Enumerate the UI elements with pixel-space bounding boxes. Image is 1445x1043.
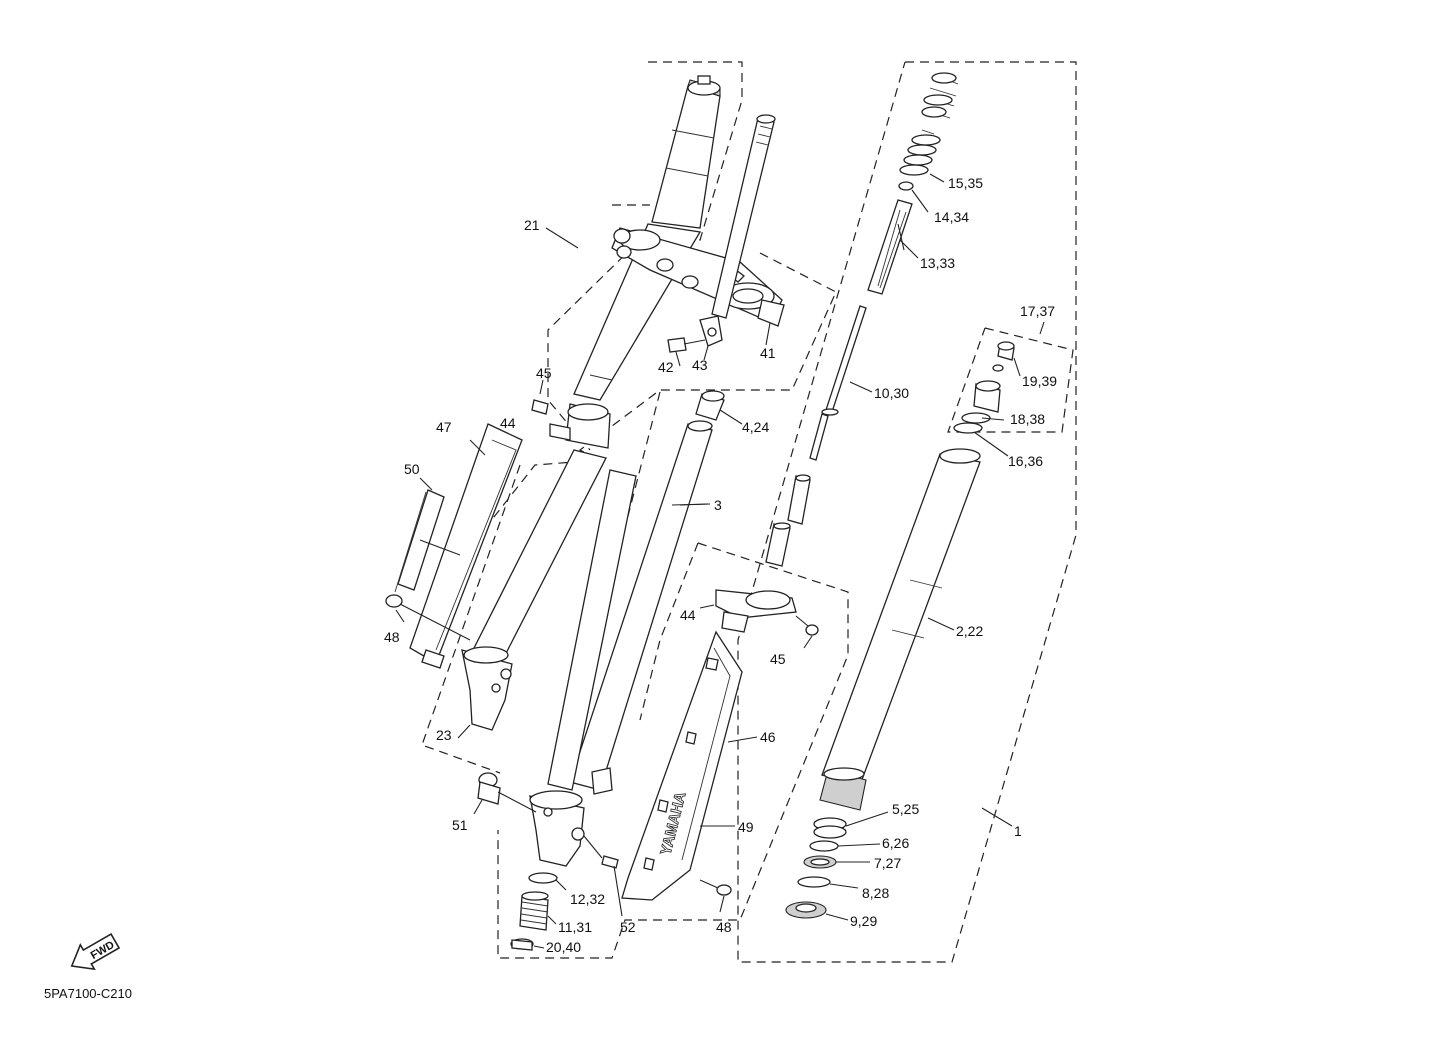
callout-10-30: 10,30	[874, 385, 909, 401]
outline-lower-left	[421, 464, 521, 774]
left-lower-tube-23	[457, 449, 607, 739]
outer-tube-2-22	[819, 448, 981, 811]
callout-52: 52	[620, 919, 636, 935]
callout-7-27: 7,27	[874, 855, 901, 871]
catalog-code: 5PA7100-C210	[44, 986, 132, 1001]
spring-15-35	[899, 72, 959, 183]
callout-4-24: 4,24	[742, 419, 769, 435]
seals-5-9	[785, 807, 1013, 921]
outline-lower-center-b	[639, 542, 699, 721]
callout-41: 41	[760, 345, 776, 361]
callout-11-31: 11,31	[558, 919, 592, 935]
callout-44-top: 44	[500, 415, 516, 431]
callout-18-38: 18,38	[1010, 411, 1045, 427]
callout-8-28: 8,28	[862, 885, 889, 901]
callout-42: 42	[658, 359, 674, 375]
lower-clamp-44-mid	[699, 589, 819, 649]
callout-9-29: 9,29	[850, 913, 877, 929]
callout-46: 46	[760, 729, 776, 745]
callout-12-32: 12,32	[570, 891, 605, 907]
callout-5-25: 5,25	[892, 801, 919, 817]
callout-48-bottom: 48	[716, 919, 732, 935]
outline-lower-center	[497, 542, 849, 959]
fork-guard-47-50	[385, 423, 523, 669]
callout-19-39: 19,39	[1022, 373, 1057, 389]
outline-cap-assembly	[947, 327, 1074, 433]
outline-tube-group	[459, 252, 837, 561]
rod-parts-13-14-10	[765, 181, 929, 567]
callout-17-37: 17,37	[1020, 303, 1055, 319]
lower-bracket-44-top	[531, 379, 611, 449]
callout-49: 49	[738, 819, 754, 835]
callout-20-40: 20,40	[546, 939, 581, 955]
callout-45-mid: 45	[770, 651, 786, 667]
callout-43: 43	[692, 357, 708, 373]
callout-1: 1	[1014, 823, 1022, 839]
fwd-badge-text: FWD	[89, 939, 117, 962]
callout-6-26: 6,26	[882, 835, 909, 851]
callout-16-36: 16,36	[1008, 453, 1043, 469]
callout-2-22: 2,22	[956, 623, 983, 639]
fork-protector-46: YAMAHA	[621, 630, 758, 913]
callout-15-35: 15,35	[948, 175, 983, 191]
outline-part-1	[737, 61, 1077, 963]
fwd-direction-badge: FWD	[70, 932, 121, 971]
group-outlines	[421, 61, 1077, 963]
callout-3: 3	[714, 497, 722, 513]
hardware-41-43	[667, 315, 771, 367]
callout-23: 23	[436, 727, 452, 743]
outer-tube-lower-center	[473, 469, 637, 917]
steering-stem	[711, 114, 776, 319]
callout-14-34: 14,34	[934, 209, 969, 225]
callout-45-top: 45	[536, 365, 552, 381]
callout-labels: 15,35 14,34 13,33 17,37 19,39 18,38 16,3…	[384, 175, 1057, 955]
callout-44-mid: 44	[680, 607, 696, 623]
callout-13-33: 13,33	[920, 255, 955, 271]
callout-47: 47	[436, 419, 452, 435]
callout-48-left: 48	[384, 629, 400, 645]
callout-21: 21	[524, 217, 540, 233]
callout-51: 51	[452, 817, 468, 833]
damper-bottom-11-12-20	[510, 872, 567, 951]
callout-50: 50	[404, 461, 420, 477]
leader-lines	[545, 223, 1045, 506]
cap-assembly-16-19	[953, 341, 1021, 457]
